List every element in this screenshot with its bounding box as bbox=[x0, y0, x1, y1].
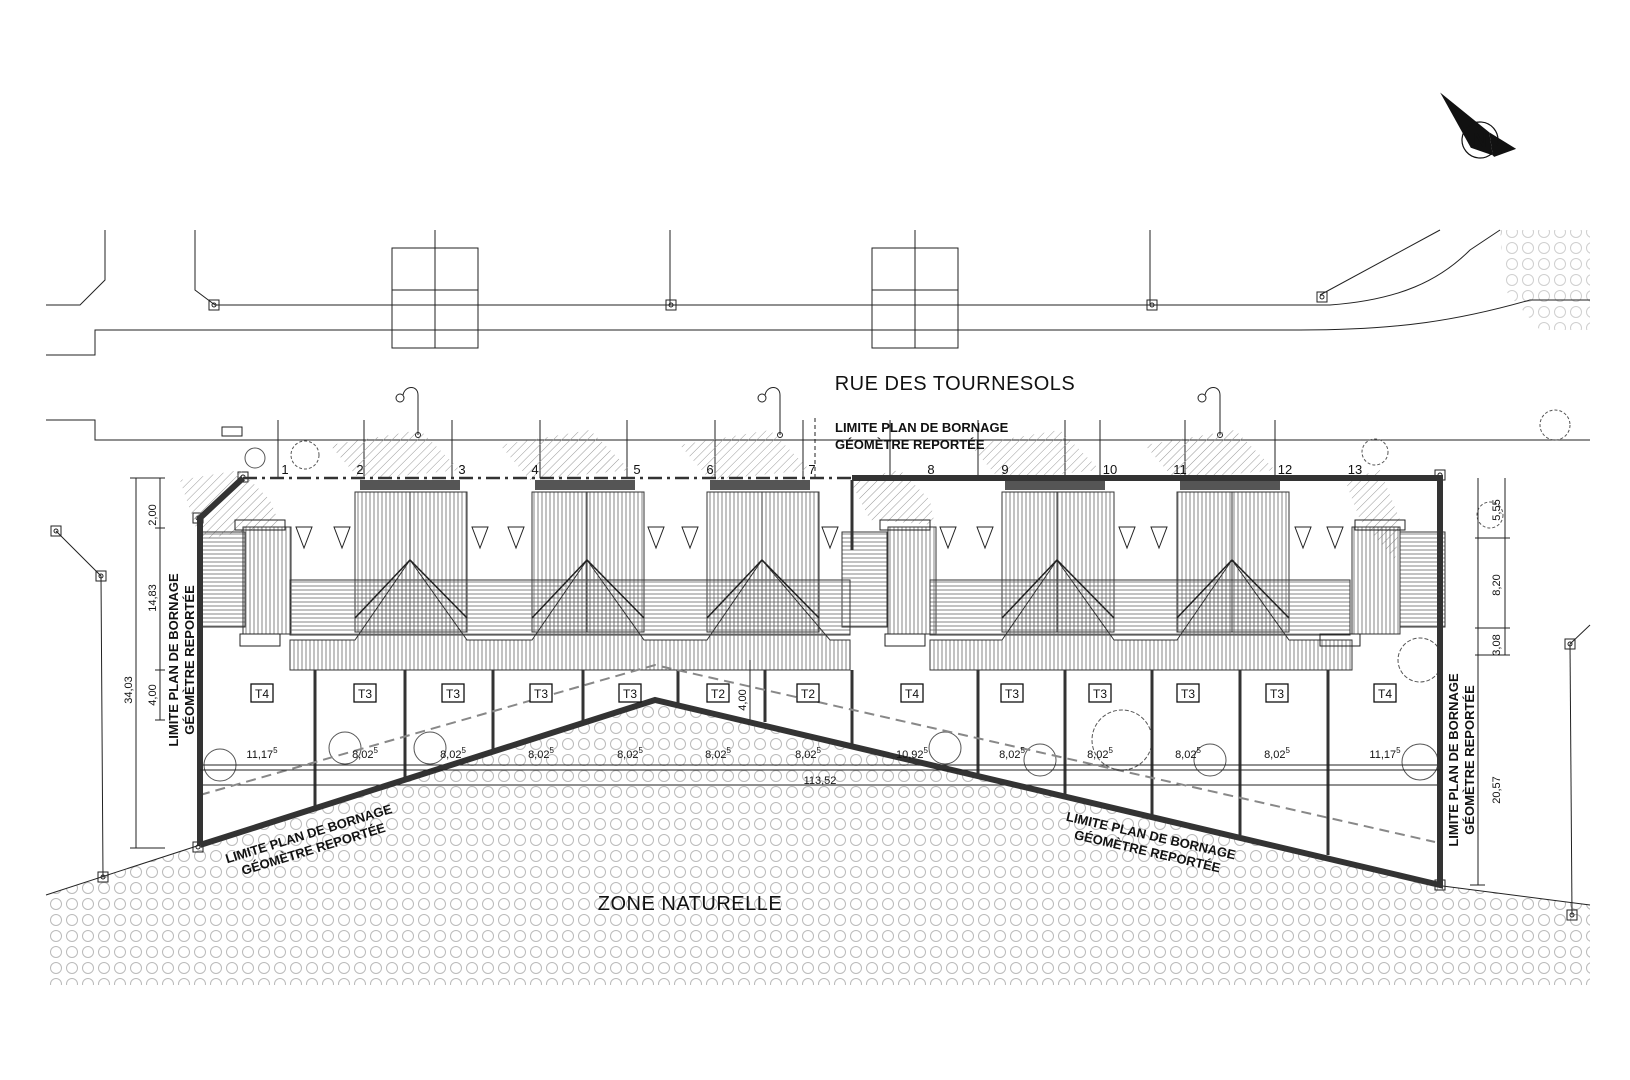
lot-number: 1 bbox=[281, 462, 288, 477]
lot-width: 8,025 bbox=[1264, 746, 1290, 761]
lot-type-box: T3 bbox=[353, 683, 377, 703]
lot-number: 9 bbox=[1001, 462, 1008, 477]
lot-type-box: T3 bbox=[529, 683, 553, 703]
lot-type-label: T4 bbox=[1378, 687, 1392, 701]
shadows bbox=[180, 430, 1400, 560]
lot-type-box: T3 bbox=[1265, 683, 1289, 703]
lot-number: 2 bbox=[356, 462, 363, 477]
lot-widths: 11,175 8,025 8,025 8,025 8,025 8,025 8,025 10,9… bbox=[246, 746, 1401, 761]
street-outline bbox=[46, 229, 1590, 441]
lot-number: 7 bbox=[808, 462, 815, 477]
property-boundary bbox=[197, 475, 1443, 889]
dim-left-c: 4,00 bbox=[147, 684, 159, 705]
svg-text:LIMITE PLAN DE BORNAGE: LIMITE PLAN DE BORNAGE bbox=[1446, 673, 1461, 847]
north-letter: N bbox=[1473, 130, 1487, 152]
lot-type-label: T3 bbox=[1270, 687, 1284, 701]
svg-text:GÉOMÈTRE REPORTÉE: GÉOMÈTRE REPORTÉE bbox=[835, 437, 985, 452]
dim-left-b: 14,83 bbox=[147, 584, 159, 612]
lot-number: 4 bbox=[531, 462, 538, 477]
lot-width: 11,175 bbox=[1369, 746, 1401, 761]
north-arrow-icon: N bbox=[1440, 92, 1517, 159]
lot-width: 8,025 bbox=[999, 746, 1025, 761]
lot-width: 8,025 bbox=[1175, 746, 1201, 761]
lot-type-box: T3 bbox=[1088, 683, 1112, 703]
lot-type-box: T4 bbox=[900, 683, 924, 703]
lot-type-box: T3 bbox=[1176, 683, 1200, 703]
lot-type-label: T2 bbox=[711, 687, 725, 701]
lot-type-label: T3 bbox=[446, 687, 460, 701]
svg-text:LIMITE PLAN DE BORNAGE: LIMITE PLAN DE BORNAGE bbox=[835, 420, 1009, 435]
lot-number: 5 bbox=[633, 462, 640, 477]
lot-dividers bbox=[313, 480, 1330, 855]
setback-lines bbox=[200, 764, 1440, 786]
boundary-note-top: LIMITE PLAN DE BORNAGE GÉOMÈTRE REPORTÉE bbox=[835, 420, 1009, 452]
lot-width: 8,025 bbox=[705, 746, 731, 761]
dim-mid-depth: 4,00 bbox=[737, 689, 749, 710]
boundary-note-left: LIMITE PLAN DE BORNAGE GÉOMÈTRE REPORTÉE bbox=[166, 573, 197, 747]
lot-type-box: T2 bbox=[796, 683, 820, 703]
dim-left-total: 34,03 bbox=[123, 676, 135, 704]
svg-text:GÉOMÈTRE REPORTÉE: GÉOMÈTRE REPORTÉE bbox=[1462, 685, 1477, 835]
townhouse-blocks bbox=[199, 480, 1446, 671]
lot-type-label: T3 bbox=[1093, 687, 1107, 701]
lot-number: 6 bbox=[706, 462, 713, 477]
lot-number: 3 bbox=[458, 462, 465, 477]
lot-width: 8,025 bbox=[528, 746, 554, 761]
lot-type-label: T4 bbox=[905, 687, 919, 701]
lot-type-label: T2 bbox=[801, 687, 815, 701]
lot-type-box: T4 bbox=[1373, 683, 1397, 703]
lot-type-label: T4 bbox=[255, 687, 269, 701]
svg-text:LIMITE PLAN DE BORNAGE: LIMITE PLAN DE BORNAGE bbox=[166, 573, 181, 747]
lot-types: T4 T3 T3 T3 T3 T2 T2 T4 T3 T3 T3 T3 T4 bbox=[250, 683, 1397, 703]
lot-width: 8,025 bbox=[795, 746, 821, 761]
lot-number: 12 bbox=[1278, 462, 1292, 477]
lot-number: 8 bbox=[927, 462, 934, 477]
svg-text:GÉOMÈTRE REPORTÉE: GÉOMÈTRE REPORTÉE bbox=[182, 585, 197, 735]
lot-width: 10,925 bbox=[896, 746, 929, 761]
lot-type-label: T3 bbox=[358, 687, 372, 701]
lot-type-box: T3 bbox=[441, 683, 465, 703]
lot-type-box: T4 bbox=[250, 683, 274, 703]
old-boundary bbox=[199, 663, 1436, 843]
lot-width: 8,025 bbox=[1087, 746, 1113, 761]
lot-number: 10 bbox=[1103, 462, 1117, 477]
dim-right-d: 20,57 bbox=[1491, 776, 1503, 804]
dim-total-width: 113,52 bbox=[804, 775, 837, 787]
lot-type-label: T3 bbox=[534, 687, 548, 701]
green-strip-right bbox=[1500, 230, 1590, 330]
dim-right-b: 8,20 bbox=[1491, 574, 1503, 595]
dimension-lines bbox=[130, 477, 1510, 886]
street-name: RUE DES TOURNESOLS bbox=[835, 373, 1076, 395]
lot-width: 8,025 bbox=[440, 746, 466, 761]
lot-type-box: T3 bbox=[1000, 683, 1024, 703]
dim-right-c: 3,08 bbox=[1491, 634, 1503, 655]
lot-type-label: T3 bbox=[1005, 687, 1019, 701]
lot-type-box: T2 bbox=[706, 683, 730, 703]
lot-type-label: T3 bbox=[1181, 687, 1195, 701]
lot-type-label: T3 bbox=[623, 687, 637, 701]
trees bbox=[203, 409, 1571, 782]
lot-number: 13 bbox=[1348, 462, 1362, 477]
zone-name: ZONE NATURELLE bbox=[598, 893, 782, 915]
lot-width: 8,025 bbox=[352, 746, 378, 761]
lot-width: 11,175 bbox=[246, 746, 278, 761]
dim-left-a: 2,00 bbox=[147, 504, 159, 525]
lot-number: 11 bbox=[1173, 462, 1187, 477]
lot-width: 8,025 bbox=[617, 746, 643, 761]
lot-type-box: T3 bbox=[618, 683, 642, 703]
dim-right-a: 5,55 bbox=[1491, 499, 1503, 520]
boundary-note-right: LIMITE PLAN DE BORNAGE GÉOMÈTRE REPORTÉE bbox=[1446, 673, 1477, 847]
street-lamps bbox=[395, 387, 1223, 438]
